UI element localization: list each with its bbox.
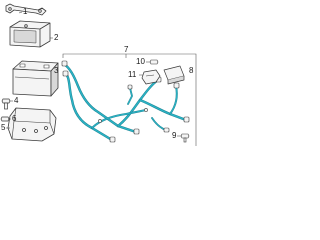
harness-connectors — [61, 60, 190, 143]
callout-10: 10 — [136, 57, 145, 66]
callout-5: 5 — [1, 123, 6, 132]
callout-6: 6 — [12, 114, 17, 123]
battery-insulator — [9, 20, 51, 48]
callout-9: 9 — [172, 131, 177, 140]
callout-1: 1 — [23, 7, 28, 16]
bracket-bolt — [0, 116, 10, 122]
parts-diagram — [0, 3, 197, 146]
callout-8: 8 — [189, 66, 194, 75]
harness-bolt — [180, 133, 190, 143]
callout-4: 4 — [14, 96, 19, 105]
callout-2: 2 — [54, 33, 59, 42]
fastener-nut — [149, 59, 159, 65]
battery-tray — [7, 107, 57, 142]
callout-3: 3 — [54, 66, 59, 75]
callout-11: 11 — [128, 70, 137, 79]
leader-line-1 — [18, 11, 23, 14]
harness-group-frame — [62, 53, 197, 146]
battery-hold-down-bracket — [5, 3, 47, 16]
distribution-block — [141, 69, 161, 85]
battery-cable-harness — [62, 62, 188, 142]
battery — [12, 60, 59, 97]
callout-7: 7 — [124, 45, 129, 54]
hold-down-bolt — [1, 98, 11, 110]
junction-cover — [163, 65, 185, 85]
